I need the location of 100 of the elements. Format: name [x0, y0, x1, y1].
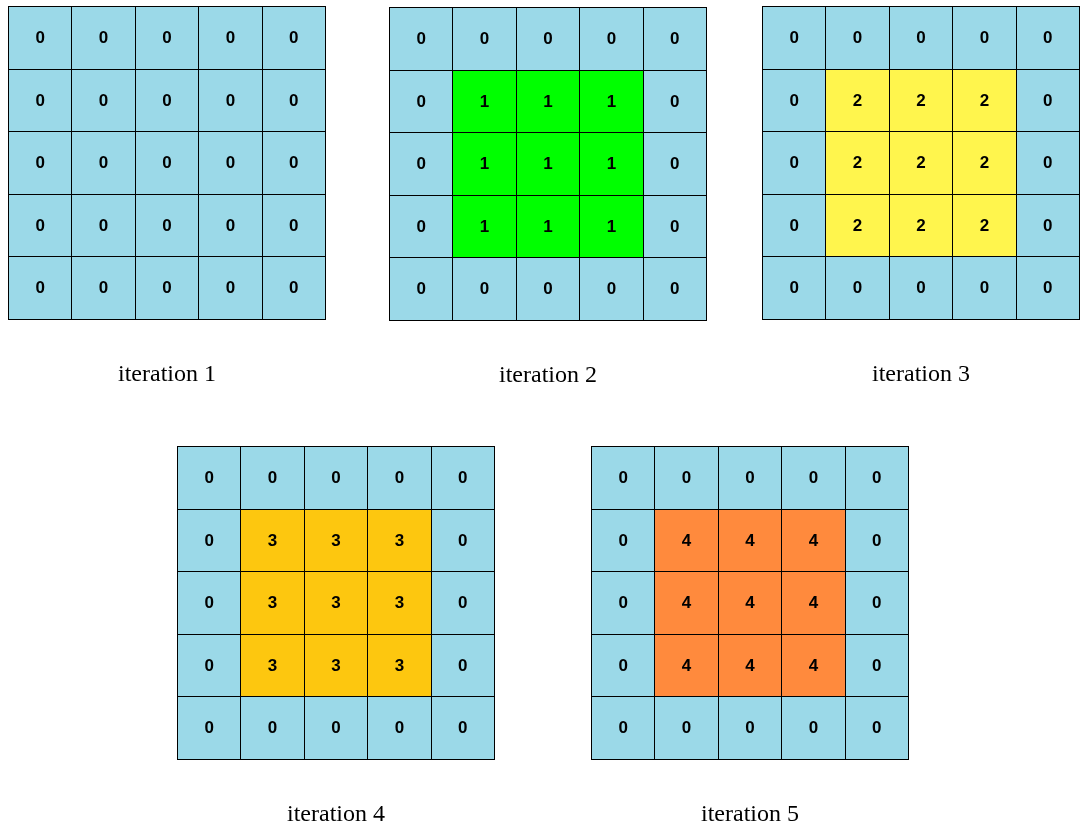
grid-cell: 3 [368, 634, 431, 697]
grid-cell: 4 [655, 634, 718, 697]
grid-cell: 1 [516, 70, 580, 133]
grid-cell: 0 [9, 7, 72, 69]
grid-cell: 0 [9, 257, 72, 319]
grid-cell: 3 [241, 572, 304, 634]
grid-cell: 0 [431, 697, 494, 759]
grid-cell: 0 [592, 572, 655, 634]
grid-cell: 0 [135, 7, 199, 69]
grid-cell: 1 [453, 70, 516, 133]
grid-cell: 0 [845, 697, 908, 759]
caption-text: iteration 5 [701, 799, 799, 827]
grid-cell: 0 [643, 70, 706, 133]
grid-cell: 0 [431, 447, 494, 509]
grid-cell: 0 [199, 194, 262, 257]
grid-cell: 0 [453, 8, 516, 70]
grid-cell: 0 [178, 697, 241, 759]
grid-cell: 0 [431, 509, 494, 572]
grid-cell: 0 [390, 195, 453, 258]
grid-cell: 4 [782, 572, 845, 634]
grid-cell: 0 [643, 195, 706, 258]
grid-cell: 1 [580, 195, 643, 258]
grid-cell: 0 [368, 697, 431, 759]
grid-cell: 0 [1016, 132, 1079, 194]
grid-cell: 1 [516, 133, 580, 195]
caption-text: iteration 1 [118, 359, 216, 387]
grid-cell: 0 [845, 447, 908, 509]
grid-cell: 0 [178, 634, 241, 697]
grid-cell: 3 [304, 634, 368, 697]
grid-cell: 3 [241, 634, 304, 697]
grid-cell: 1 [453, 133, 516, 195]
grid-cell: 1 [516, 195, 580, 258]
grid-cell: 0 [241, 697, 304, 759]
grid-cell: 2 [953, 132, 1016, 194]
grid-cell: 4 [782, 634, 845, 697]
grid-cell: 0 [763, 194, 826, 257]
grid-cell: 0 [763, 257, 826, 319]
grid-cell: 0 [718, 447, 782, 509]
grid-cell: 0 [262, 194, 325, 257]
grid-cell: 0 [580, 8, 643, 70]
caption-text: iteration 4 [287, 799, 385, 827]
grid-cell: 4 [655, 509, 718, 572]
grid-cell: 1 [580, 70, 643, 133]
grid-cell: 0 [826, 7, 889, 69]
grid-cell: 0 [580, 258, 643, 320]
grid-cell: 0 [953, 7, 1016, 69]
grid-cell: 0 [304, 447, 368, 509]
grid-cell: 2 [889, 132, 953, 194]
grid-cell: 0 [262, 7, 325, 69]
grid-cell: 0 [390, 8, 453, 70]
grid-cell: 0 [135, 132, 199, 194]
grid-cell: 0 [199, 257, 262, 319]
grid-cell: 0 [763, 69, 826, 132]
grid-cell: 0 [199, 132, 262, 194]
grid-cell: 0 [262, 257, 325, 319]
grid-cell: 0 [889, 7, 953, 69]
grid-cell: 0 [9, 194, 72, 257]
grid-cell: 2 [826, 132, 889, 194]
grid-cell: 3 [368, 509, 431, 572]
grid-cell: 0 [9, 132, 72, 194]
grid-cell: 0 [889, 257, 953, 319]
grid-cell: 0 [178, 509, 241, 572]
grid-cell: 0 [72, 7, 135, 69]
grid-cell: 0 [368, 447, 431, 509]
grid-cell: 0 [1016, 194, 1079, 257]
grid-cell: 3 [304, 572, 368, 634]
grid-cell: 0 [390, 258, 453, 320]
grid-cell: 4 [782, 509, 845, 572]
grid-cell: 0 [643, 133, 706, 195]
grid-cell: 0 [845, 634, 908, 697]
grid-cell: 0 [199, 7, 262, 69]
grid-cell: 0 [178, 572, 241, 634]
grid-cell: 0 [782, 447, 845, 509]
grid-cell: 0 [72, 257, 135, 319]
grid-cell: 0 [592, 447, 655, 509]
grid-cell: 0 [845, 509, 908, 572]
grid-cell: 2 [953, 69, 1016, 132]
grid-cell: 4 [718, 509, 782, 572]
grid-cell: 0 [390, 70, 453, 133]
caption-text: iteration 2 [499, 360, 597, 388]
grid-cell: 0 [592, 634, 655, 697]
grid-cell: 0 [135, 69, 199, 132]
grid-cell: 2 [826, 69, 889, 132]
grid-cell: 0 [643, 258, 706, 320]
grid-cell: 3 [304, 509, 368, 572]
grid-cell: 0 [592, 509, 655, 572]
grid-cell: 0 [516, 258, 580, 320]
grid-cell: 0 [845, 572, 908, 634]
grid-cell: 0 [72, 69, 135, 132]
grid-cell: 0 [718, 697, 782, 759]
grid-cell: 0 [262, 69, 325, 132]
grid-cell: 0 [1016, 257, 1079, 319]
grid-cell: 0 [178, 447, 241, 509]
grid-cell: 0 [304, 697, 368, 759]
grid-cell: 4 [655, 572, 718, 634]
grid-cell: 0 [241, 447, 304, 509]
grid-cell: 0 [431, 572, 494, 634]
grid-cell: 2 [953, 194, 1016, 257]
grid-cell: 0 [262, 132, 325, 194]
grid-cell: 1 [580, 133, 643, 195]
